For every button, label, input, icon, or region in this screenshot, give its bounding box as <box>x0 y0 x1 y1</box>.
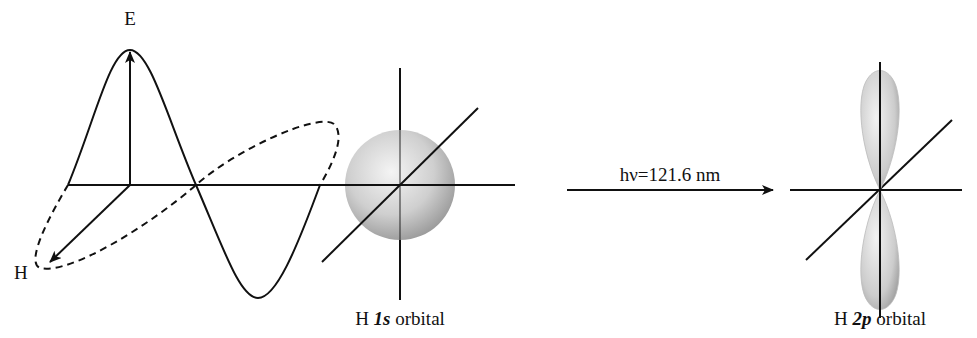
field-label: E <box>124 8 136 30</box>
photon-energy-label: hν=121.6 nm <box>618 164 723 186</box>
field-label: H <box>14 262 28 284</box>
orbital-label: H 1s orbital <box>355 308 445 330</box>
transition-arrow <box>567 189 773 191</box>
orbital-node: H 2p orbital <box>775 70 965 334</box>
p-orbital <box>790 62 962 318</box>
orbital-node: H 1s orbital <box>310 70 565 334</box>
orbital-label: H 2p orbital <box>834 308 926 330</box>
light-wave <box>35 50 515 298</box>
s-orbital <box>322 68 515 300</box>
